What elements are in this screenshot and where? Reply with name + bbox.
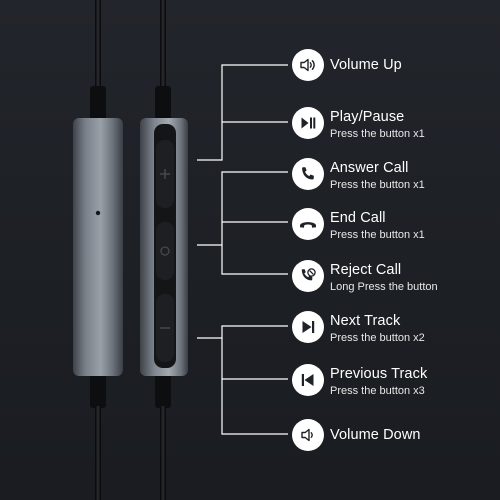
multifunction-key bbox=[156, 222, 174, 280]
feature-subtitle: Press the button x3 bbox=[330, 385, 425, 397]
microphone-hole bbox=[95, 210, 101, 216]
feature-title: Volume Down bbox=[330, 427, 421, 443]
feature-subtitle: Press the button x1 bbox=[330, 229, 425, 241]
feature-title: Reject Call bbox=[330, 262, 402, 278]
feature-next-track: Next Track Press the button x2 bbox=[292, 311, 492, 345]
feature-reject-call: Reject Call Long Press the button bbox=[292, 260, 492, 294]
microphone-housing bbox=[73, 118, 123, 376]
feature-previous-track: Previous Track Press the button x3 bbox=[292, 364, 492, 398]
reject-call-icon bbox=[292, 260, 324, 292]
play-pause-icon bbox=[292, 107, 324, 139]
feature-subtitle: Press the button x2 bbox=[330, 332, 425, 344]
feature-subtitle: Press the button x1 bbox=[330, 128, 425, 140]
feature-title: End Call bbox=[330, 210, 386, 226]
feature-title: Answer Call bbox=[330, 160, 409, 176]
volume-down-icon bbox=[292, 419, 324, 451]
feature-subtitle: Press the button x1 bbox=[330, 179, 425, 191]
feature-subtitle: Long Press the button bbox=[330, 281, 438, 293]
end-call-icon bbox=[292, 208, 324, 240]
feature-volume-up: Volume Up bbox=[292, 49, 492, 83]
phone-icon bbox=[292, 158, 324, 190]
left-cable bbox=[90, 0, 106, 500]
next-track-icon bbox=[292, 311, 324, 343]
feature-answer-call: Answer Call Press the button x1 bbox=[292, 158, 492, 192]
callout-lines bbox=[197, 64, 288, 435]
feature-title: Volume Up bbox=[330, 57, 402, 73]
feature-title: Next Track bbox=[330, 313, 401, 329]
feature-end-call: End Call Press the button x1 bbox=[292, 208, 492, 242]
previous-track-icon bbox=[292, 364, 324, 396]
volume-up-icon bbox=[292, 49, 324, 81]
remote-control bbox=[140, 118, 188, 376]
feature-volume-down: Volume Down bbox=[292, 419, 492, 453]
right-cable bbox=[155, 0, 171, 500]
feature-play-pause: Play/Pause Press the button x1 bbox=[292, 107, 492, 141]
feature-title: Previous Track bbox=[330, 366, 428, 382]
feature-title: Play/Pause bbox=[330, 109, 405, 125]
